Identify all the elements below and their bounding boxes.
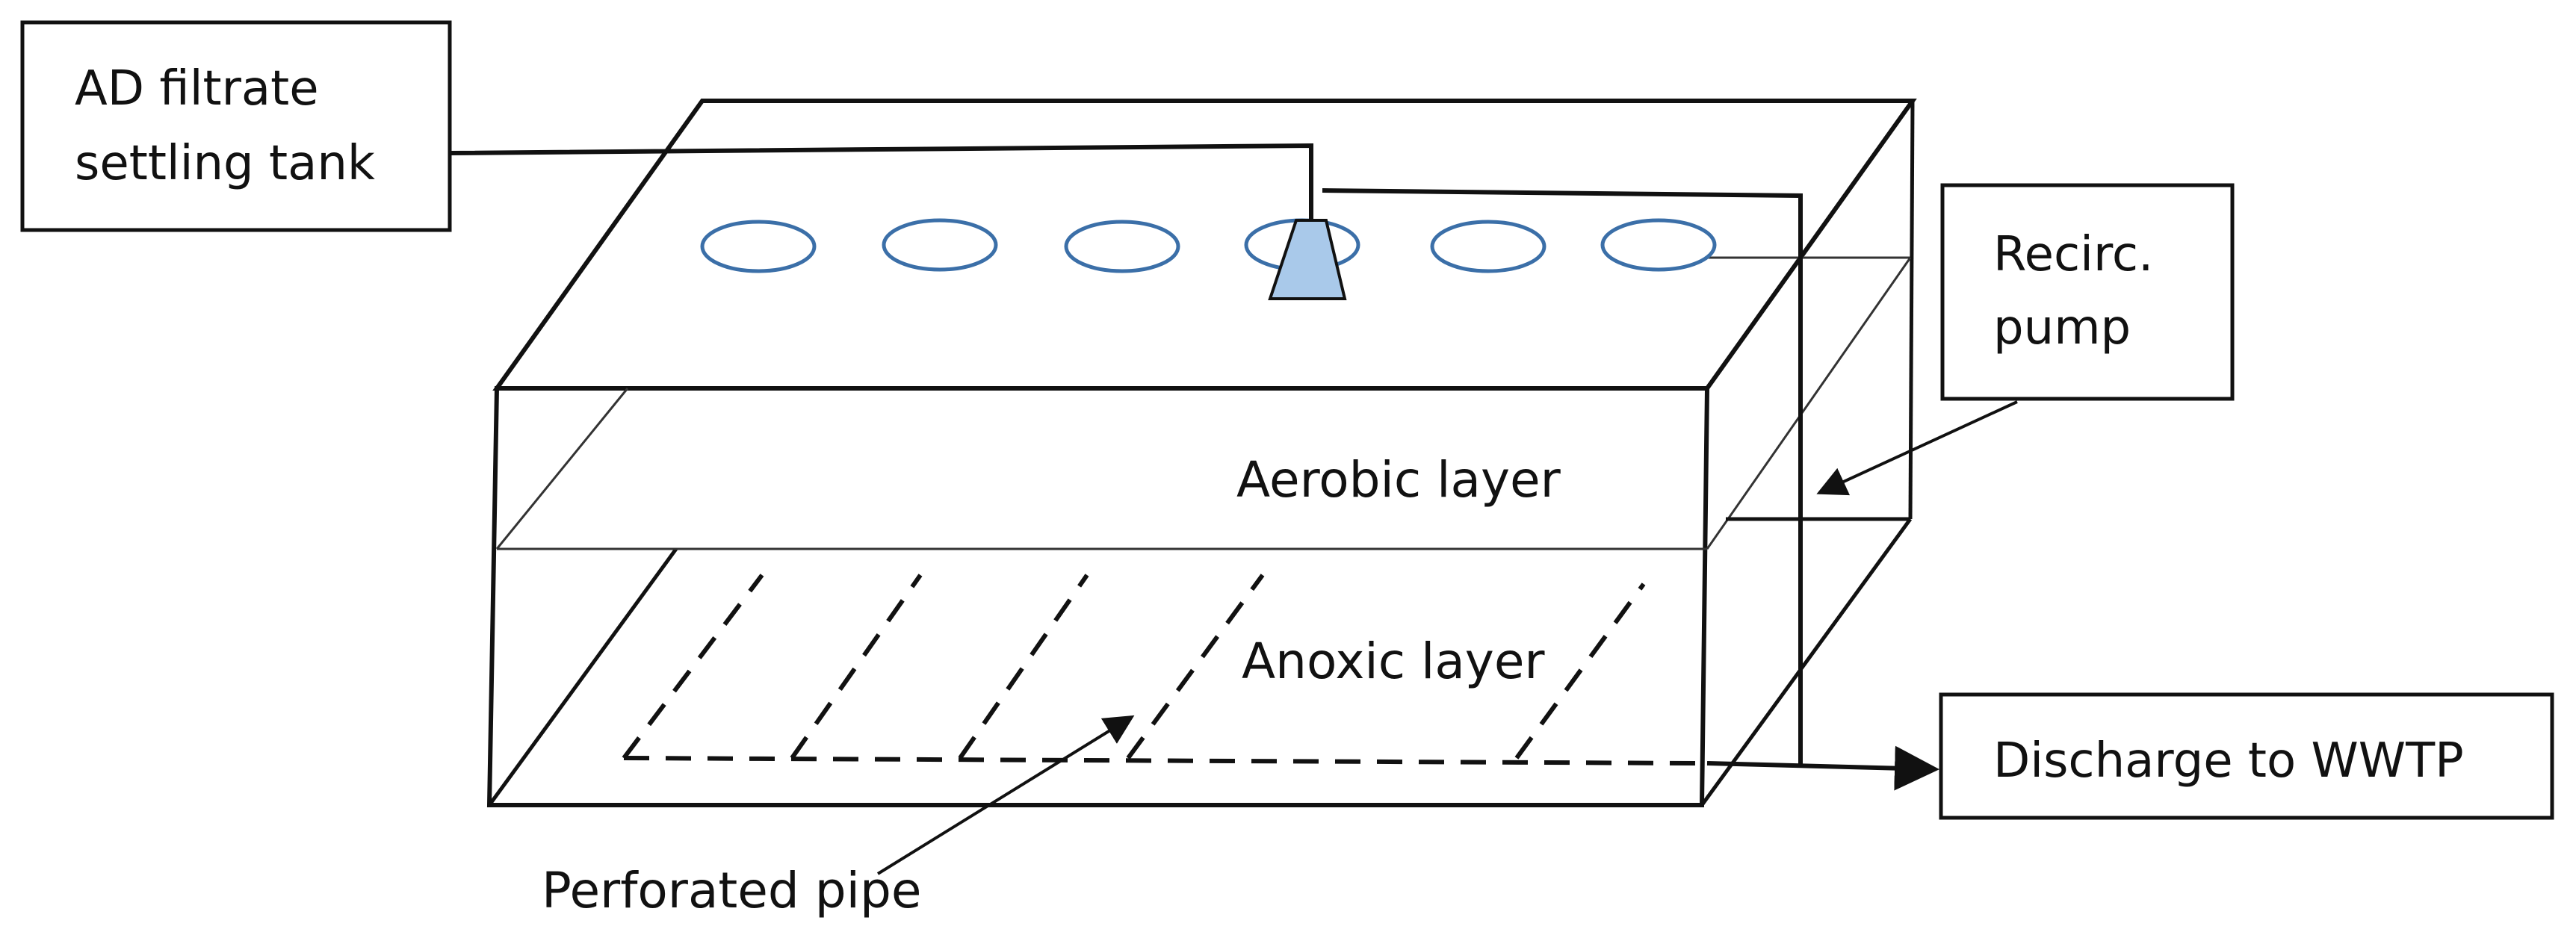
diffuser-ring <box>1064 220 1180 273</box>
discharge-label: Discharge to WWTP <box>1993 733 2464 789</box>
recirc-pump-label-line2: pump <box>1993 300 2131 355</box>
discharge-arrow <box>1706 745 1939 791</box>
recirc-pointer-arrow <box>1816 400 2018 496</box>
discharge-box <box>1939 692 2554 820</box>
anoxic-layer-label: Anoxic layer <box>1242 633 1545 690</box>
perforated-pipe-label: Perforated pipe <box>542 862 921 919</box>
tank-top-face <box>492 99 1917 391</box>
aerobic-layer-label: Aerobic layer <box>1236 451 1561 509</box>
perforated-pipe <box>622 574 1697 765</box>
diffuser-ring <box>1600 218 1717 272</box>
layer-divider <box>495 256 1912 550</box>
tank <box>486 99 1917 807</box>
tank-back-right-edge <box>1908 100 1915 520</box>
settling-tank-box <box>20 20 452 232</box>
recirc-pump-label-line1: Recirc. <box>1993 227 2153 282</box>
diffuser-rings <box>700 218 1717 273</box>
inlet-pipe <box>448 143 1313 220</box>
diffuser-ring <box>882 218 998 272</box>
tank-right-bottom-edge <box>1700 518 1913 807</box>
settling-tank-label-line2: settling tank <box>75 136 375 191</box>
diffuser-ring <box>700 220 817 273</box>
recirc-pipe <box>1322 188 1803 765</box>
recirc-pump-box <box>1940 183 2235 401</box>
tank-left-bottom-edge <box>487 547 678 807</box>
settling-tank-label-line1: AD filtrate <box>75 61 319 117</box>
perforated-pointer-arrow <box>876 715 1135 875</box>
diffuser-ring <box>1430 220 1546 273</box>
inlet-nozzle <box>1268 219 1347 300</box>
